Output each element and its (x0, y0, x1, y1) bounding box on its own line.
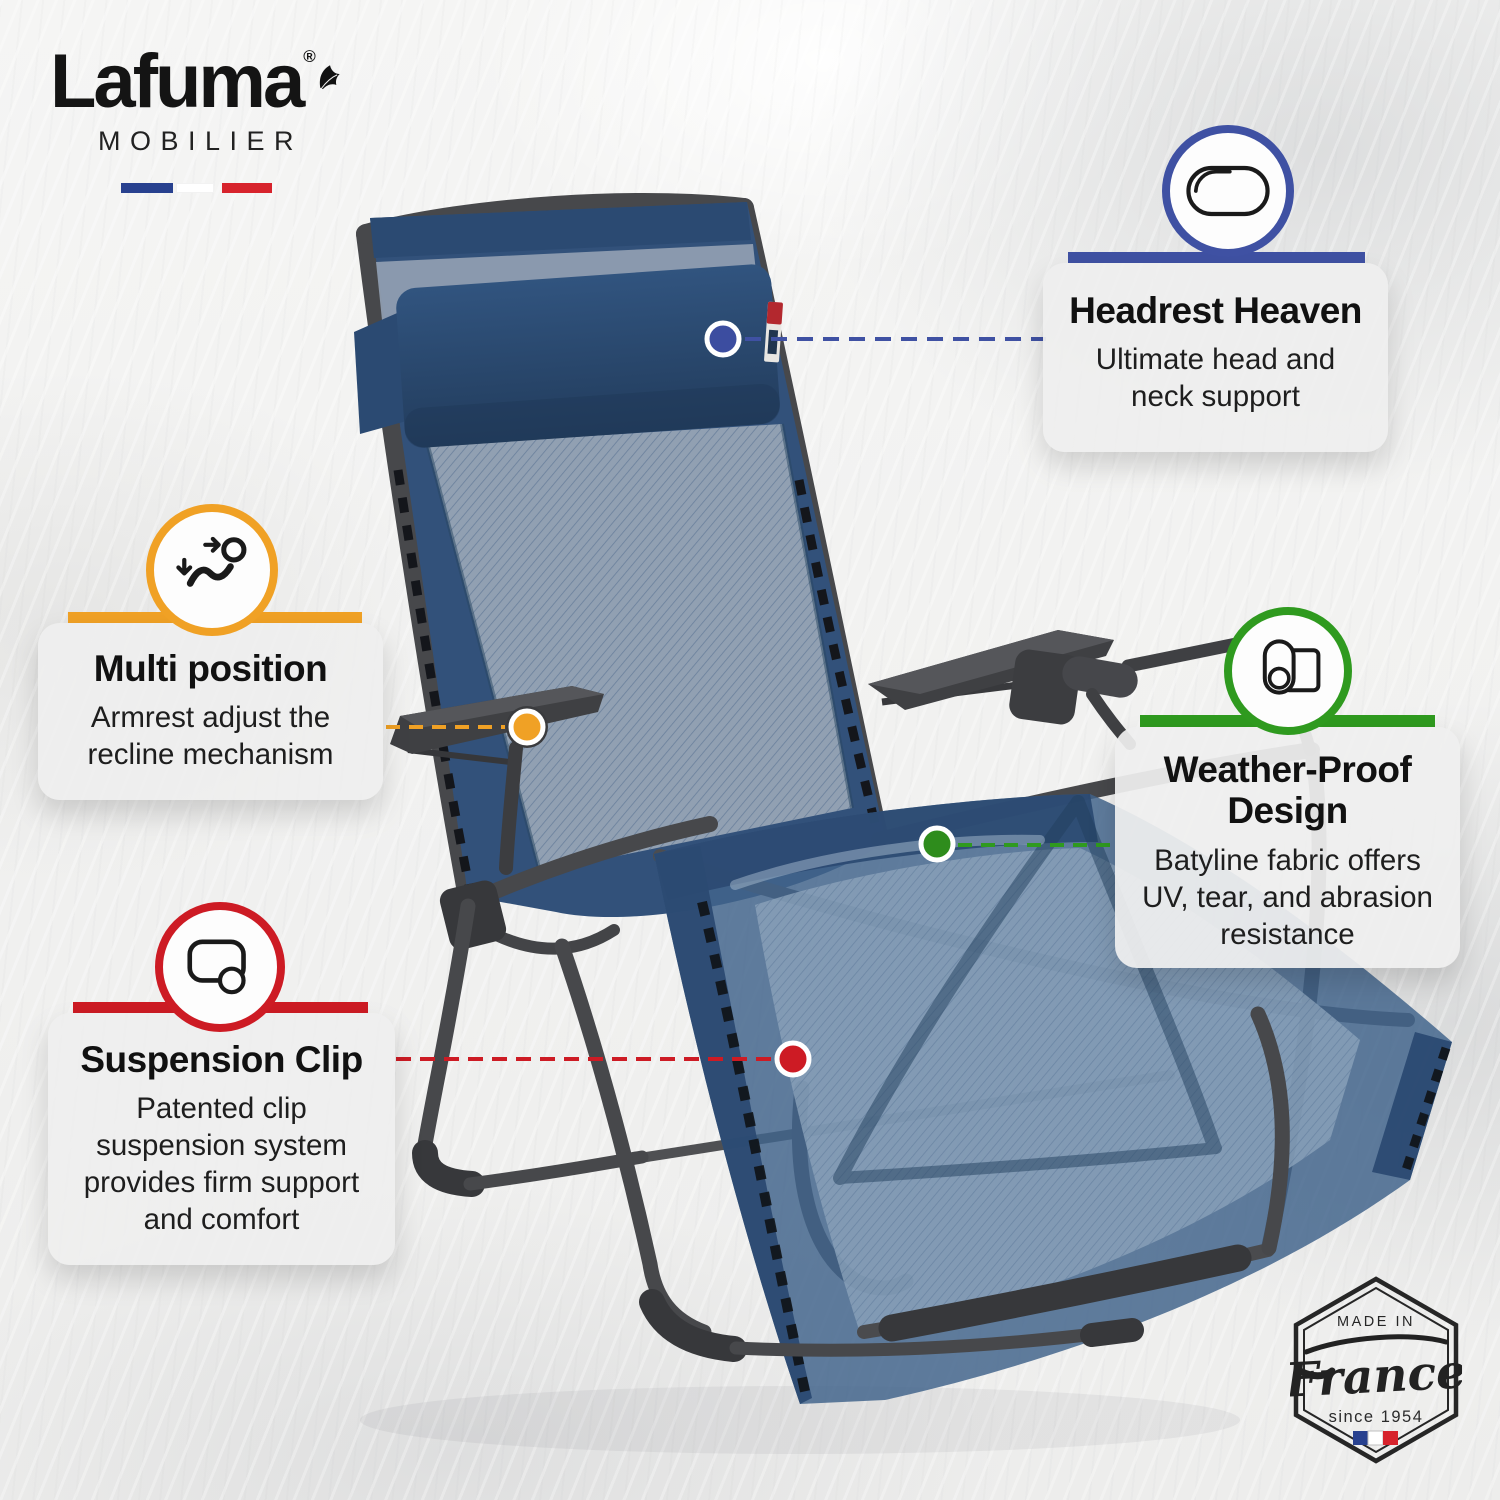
feature-description: Armrest adjust the recline mechanism (38, 699, 383, 773)
lafuma-fabric-tag (764, 301, 783, 363)
feature-card-headrest: Headrest Heaven Ultimate head and neck s… (1043, 263, 1388, 452)
flag-red-stripe (221, 183, 272, 193)
desc-line: recline mechanism (87, 738, 334, 772)
desc-line: resistance (1220, 917, 1355, 951)
weather-proof-dot (918, 825, 956, 863)
desc-line: UV, tear, and abrasion (1142, 880, 1433, 914)
desc-line: Patented clip (136, 1092, 307, 1126)
flag-white-stripe (175, 183, 214, 193)
feature-title: Suspension Clip (80, 1039, 363, 1080)
made-in-france-badge: MADE IN France since 1954 (1290, 1276, 1462, 1464)
badge-made-in: MADE IN (1337, 1314, 1415, 1330)
fabric-roll-icon (1262, 639, 1321, 695)
feature-title: Headrest Heaven (1069, 290, 1362, 331)
feature-title: Weather-Proof Design (1163, 749, 1412, 832)
desc-line: neck support (1131, 380, 1300, 414)
brand-logo: Lafuma® MOBILIER (50, 44, 342, 193)
headrest-icon (1186, 165, 1270, 217)
multi-position-feature-circle (146, 504, 278, 636)
desc-line: Armrest adjust the (90, 701, 331, 735)
headrest-dot (704, 320, 742, 358)
weather-proof-feature-circle (1224, 607, 1352, 735)
desc-line: suspension system (96, 1129, 347, 1163)
desc-line: Ultimate head and (1095, 343, 1336, 377)
badge-french-flag (1353, 1430, 1398, 1446)
feature-title: Multi position (93, 648, 328, 689)
callout-dots (508, 320, 956, 1078)
chair-shadow (360, 1386, 1240, 1454)
left-legs (412, 880, 747, 1362)
desc-line: Batyline fabric offers (1154, 843, 1421, 877)
desc-line: provides firm support (83, 1166, 360, 1200)
suspension-clip-feature-circle (155, 902, 285, 1032)
flag-blue-stripe (120, 183, 173, 193)
brand-name: Lafuma® (50, 44, 342, 120)
recline-person-icon (176, 536, 247, 587)
brand-subtitle: MOBILIER (97, 126, 304, 156)
feature-description: Batyline fabric offers UV, tear, and abr… (1115, 842, 1460, 953)
multi-position-dot (508, 708, 546, 746)
headrest-feature-circle (1162, 125, 1294, 257)
desc-line: and comfort (143, 1203, 300, 1237)
french-flag (50, 183, 342, 193)
suspension-clip-dot (774, 1040, 812, 1078)
base-runners (729, 1006, 1290, 1357)
brand-name-text: Lafuma (50, 39, 305, 124)
callout-connectors (386, 337, 1118, 1061)
feature-card-suspension-clip: Suspension Clip Patented clip suspension… (48, 1013, 395, 1265)
clip-icon (187, 939, 246, 995)
feature-description: Ultimate head and neck support (1043, 341, 1388, 415)
feature-card-weather-proof: Weather-Proof Design Batyline fabric off… (1115, 727, 1460, 968)
feature-card-multi-position: Multi position Armrest adjust the reclin… (38, 623, 383, 800)
leaf-icon (319, 65, 340, 90)
feature-description: Patented clip suspension system provides… (48, 1090, 395, 1238)
registered-mark: ® (303, 47, 315, 66)
headrest-accent-bar (1068, 252, 1365, 263)
badge-since: since 1954 (1329, 1408, 1424, 1426)
headrest-pillow (354, 264, 783, 448)
badge-country: France (1290, 1344, 1462, 1408)
